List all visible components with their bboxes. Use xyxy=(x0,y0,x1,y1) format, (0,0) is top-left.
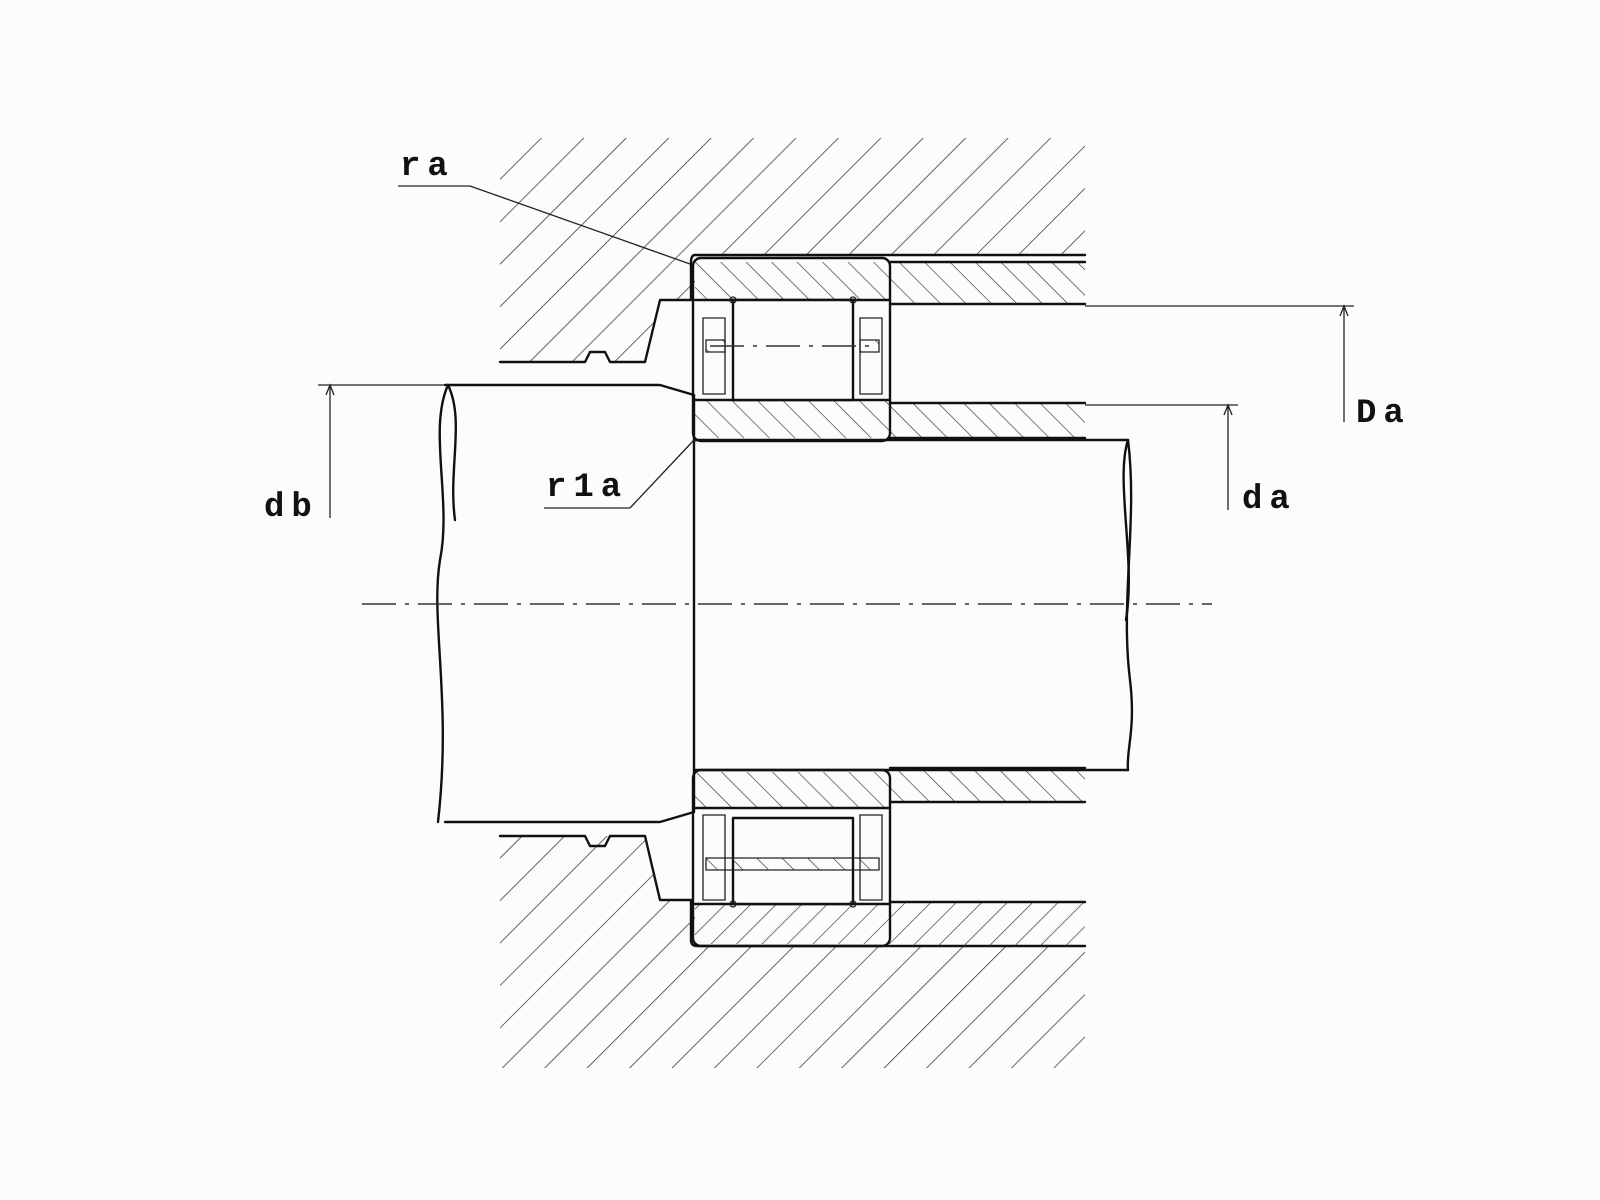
label-r1a: r1a xyxy=(546,469,628,507)
housing-upper xyxy=(498,138,1087,364)
spacer-sleeve xyxy=(888,260,1087,946)
label-Da: Da xyxy=(1356,395,1411,433)
dimension-da xyxy=(1085,403,1238,510)
label-db: db xyxy=(264,489,319,527)
bearing-upper xyxy=(691,256,892,443)
label-da: da xyxy=(1242,481,1297,519)
leader-ra xyxy=(398,185,691,265)
dimension-db xyxy=(318,383,445,518)
dimension-Da xyxy=(1085,304,1354,422)
bearing-lower xyxy=(691,768,892,948)
housing-lower xyxy=(498,834,1087,1068)
leader-r1a xyxy=(544,439,695,509)
label-ra: ra xyxy=(400,148,455,186)
